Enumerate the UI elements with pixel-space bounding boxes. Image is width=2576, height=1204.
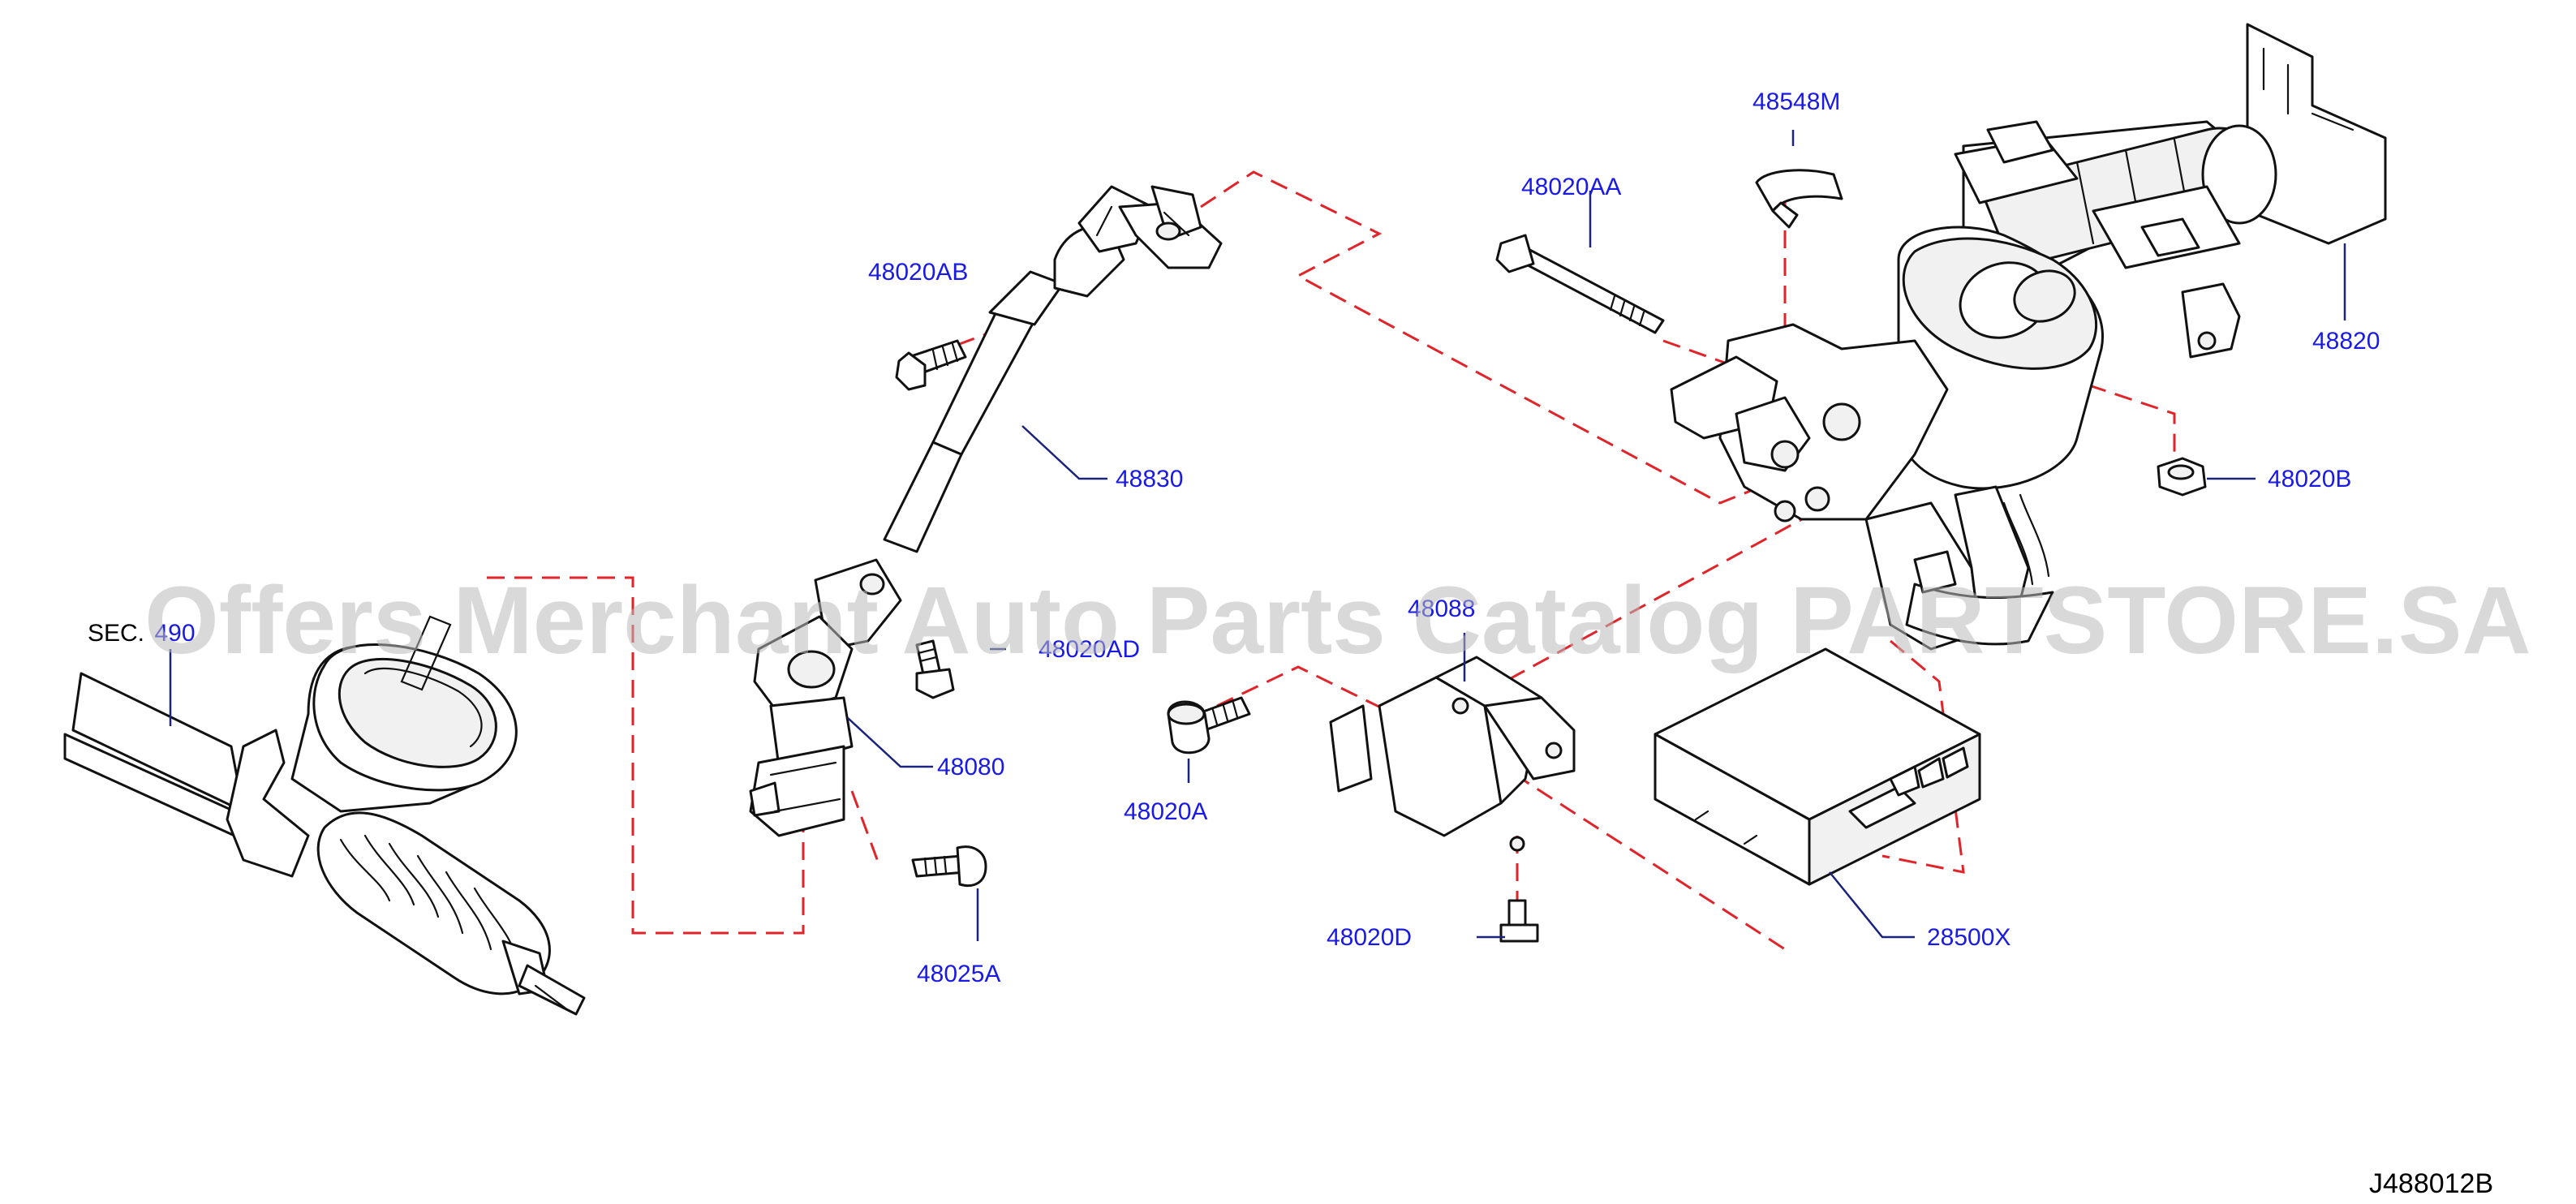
callout-28500x: 28500X [1927, 924, 2010, 951]
callout-48088: 48088 [1408, 596, 1475, 622]
callout-48020ab: 48020AB [868, 259, 968, 286]
callout-48820: 48820 [2312, 328, 2380, 355]
section-prefix: SEC. [88, 620, 144, 647]
bolt-48020d [1499, 899, 1539, 943]
callout-48080: 48080 [937, 754, 1004, 780]
callout-48020aa: 48020AA [1521, 174, 1621, 200]
nut-48020b [2157, 457, 2207, 497]
clip-48548m [1755, 169, 1843, 229]
callout-48025a: 48025A [917, 961, 1000, 987]
figure-id: J488012B [2369, 1168, 2493, 1199]
lower-joint [749, 558, 902, 837]
callout-48020a: 48020A [1124, 798, 1207, 825]
section-reference: SEC. 490 [88, 620, 196, 647]
callout-48020d: 48020D [1327, 924, 1412, 951]
leader-lines [169, 130, 2346, 941]
bolt-48020aa [1495, 234, 1665, 334]
callout-48830: 48830 [1116, 466, 1183, 492]
upper-intermediate-shaft [883, 185, 1223, 553]
callout-48020ad: 48020AD [1039, 636, 1140, 663]
watermark-text: Offers Merchant Auto Parts Catalog PARTS… [144, 567, 2531, 674]
steering-column-assembly [1670, 23, 2387, 651]
bolt-48020a [1167, 696, 1251, 755]
bracket-48088 [1329, 656, 1576, 852]
steering-rack [63, 615, 586, 1016]
callout-48548m: 48548M [1752, 88, 1840, 115]
bolt-48020ad [915, 639, 955, 699]
control-unit-28500x [1654, 647, 1981, 886]
bolt-48020ab [895, 339, 967, 391]
callout-48020b: 48020B [2268, 466, 2351, 492]
section-number: 490 [154, 620, 195, 647]
bolt-48025a [911, 845, 987, 887]
